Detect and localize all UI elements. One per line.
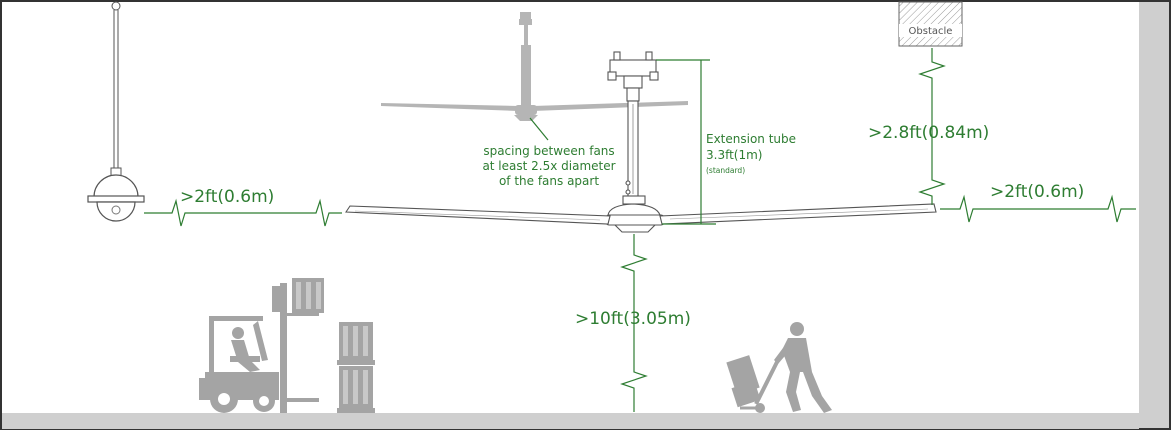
ceiling-fan-icon: [381, 12, 688, 121]
wall: [1139, 2, 1169, 428]
extension-tube-dimension: [656, 59, 716, 225]
extension-tube-note: (standard): [706, 166, 745, 175]
floor-clearance-dimension: [620, 234, 648, 412]
extension-tube-value: 3.3ft(1m): [706, 148, 763, 162]
wall-clearance-dimension: [940, 194, 1136, 223]
obstacle-clearance-dimension: [918, 48, 946, 205]
spacing-note-line2: at least 2.5x diameter: [482, 159, 615, 173]
obstacle-clearance-label: >2.8ft(0.84m): [868, 123, 989, 143]
spacing-note-line3: of the fans apart: [499, 174, 599, 188]
ceiling-fan-icon: [345, 51, 937, 233]
camera-clearance-label: >2ft(0.6m): [180, 187, 274, 207]
floor: [2, 413, 1139, 429]
spacing-note-line1: spacing between fans: [483, 144, 614, 158]
forklift-icon: [199, 278, 324, 413]
camera-clearance-dimension: [144, 198, 342, 227]
spacing-leader: [529, 117, 549, 141]
wall-clearance-label: >2ft(0.6m): [990, 182, 1084, 202]
floor-clearance-label: >10ft(3.05m): [575, 309, 691, 329]
obstacle-icon: Obstacle: [898, 1, 963, 47]
extension-tube-title: Extension tube: [706, 132, 796, 146]
pallet-stack-icon: [337, 322, 375, 413]
worker-hand-truck-icon: [726, 322, 832, 413]
obstacle-label: Obstacle: [909, 26, 953, 37]
dome-camera-icon: [87, 1, 145, 222]
